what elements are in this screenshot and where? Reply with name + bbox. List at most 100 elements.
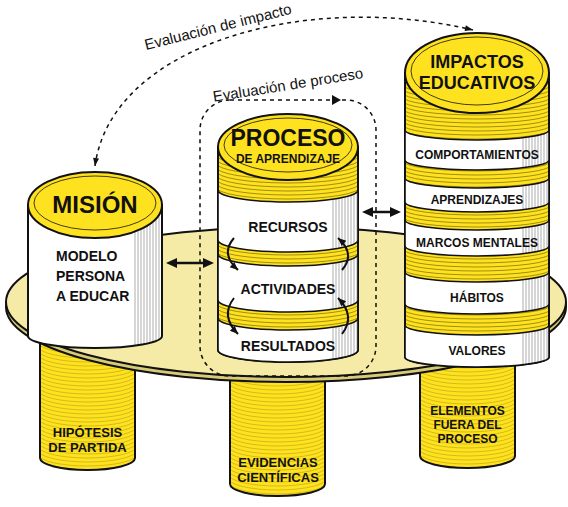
hatch-line [541, 125, 542, 175]
ring-line [38, 378, 137, 390]
ring-stripes [38, 330, 137, 494]
leg-outline [420, 340, 515, 468]
band-label: HÁBITOS [405, 291, 549, 305]
ring-line [418, 480, 517, 492]
arrow-head [390, 207, 401, 217]
ring-line [216, 251, 360, 263]
hatch-line [336, 249, 337, 317]
hatch-line [342, 313, 343, 367]
process-band: ACTIVIDADES [218, 254, 358, 312]
ring-line [228, 354, 327, 366]
band-outline [405, 325, 549, 367]
leg-outline [40, 330, 135, 470]
band-body [218, 190, 358, 252]
ring-line [38, 414, 137, 426]
ring-line [418, 376, 517, 388]
ring-line [403, 113, 551, 123]
hatch-line [333, 185, 334, 257]
hatch-line [526, 173, 527, 217]
ring-line [228, 422, 327, 434]
connector [166, 258, 214, 268]
hatch-line [541, 320, 542, 372]
ring-line [38, 394, 137, 406]
ring-line [38, 458, 137, 470]
ring-line [403, 217, 551, 227]
ring-line [216, 183, 360, 195]
ring-line [403, 213, 551, 223]
band-body [405, 130, 549, 170]
ring-line [38, 350, 137, 362]
impact-band: APRENDIZAJES [405, 178, 549, 212]
ring-line [38, 454, 137, 466]
ring-line [228, 382, 327, 394]
arrow-head [362, 207, 373, 217]
band-body [218, 318, 358, 362]
ring-line [38, 342, 137, 354]
ring-line [418, 456, 517, 468]
hatch-line [541, 173, 542, 217]
band-label: COMPORTAMIENTOS [405, 148, 549, 162]
band-label: ACTIVIDADES [218, 281, 358, 297]
ring-stripes [403, 73, 551, 387]
hatch-line [351, 313, 352, 367]
hatch-line [529, 173, 530, 217]
ring-line [38, 330, 137, 342]
band-outline [218, 190, 358, 252]
hatch-line [541, 267, 542, 319]
ring-line [418, 460, 517, 472]
hatch-line [336, 185, 337, 257]
ring-line [418, 364, 517, 376]
loop-label: Evaluación de proceso [190, 61, 386, 109]
ring-line [418, 468, 517, 480]
ring-line [418, 472, 517, 484]
ring-line [38, 474, 137, 486]
arrow-head [93, 158, 99, 166]
hatch-line [544, 125, 545, 175]
band-outline [405, 272, 549, 314]
band-body [405, 272, 549, 314]
ring-line [38, 374, 137, 386]
impact-band: HÁBITOS [405, 272, 549, 314]
connector [338, 298, 348, 334]
ring-line [228, 438, 327, 450]
ring-line [403, 257, 551, 267]
connector-line [338, 238, 348, 270]
ring-line [38, 386, 137, 398]
band-outline [218, 254, 358, 312]
ring-line [228, 350, 327, 362]
ring-line [38, 334, 137, 346]
hatch-line [354, 249, 355, 317]
connector-line [228, 298, 238, 334]
impacts-cylinder: IMPACTOS EDUCATIVOSCOMPORTAMIENTOSAPREND… [405, 33, 549, 367]
ring-line [403, 317, 551, 327]
ring-line [216, 363, 360, 375]
hatch-line [535, 320, 536, 372]
ring-line [228, 402, 327, 414]
ring-line [228, 502, 327, 507]
ring-line [418, 340, 517, 352]
hatch-line [535, 173, 536, 217]
ring-line [38, 402, 137, 414]
hatch-line [342, 185, 343, 257]
band-outline [405, 220, 549, 256]
loop-arrow-head [332, 95, 341, 105]
band-body [405, 325, 549, 367]
ring-line [228, 370, 327, 382]
ring-line [418, 384, 517, 396]
process-band: RESULTADOS [218, 318, 358, 362]
ring-line [228, 378, 327, 390]
edge-label: Evaluación de impacto [124, 0, 313, 59]
ring-line [38, 382, 137, 394]
ring-line [228, 442, 327, 454]
ring-line [38, 478, 137, 490]
ring-line [228, 390, 327, 402]
ring-line [418, 380, 517, 392]
hatch-line [348, 313, 349, 367]
process-cylinder: PROCESO DE APRENDIZAJERECURSOSACTIVIDADE… [218, 114, 358, 362]
mission-cylinder: MISIÓNMODELO PERSONA A EDUCAR [28, 172, 162, 348]
ring-line [228, 418, 327, 430]
ring-line [38, 462, 137, 474]
hatch-line [354, 313, 355, 367]
hatch-line [532, 173, 533, 217]
connector-line [173, 262, 208, 265]
